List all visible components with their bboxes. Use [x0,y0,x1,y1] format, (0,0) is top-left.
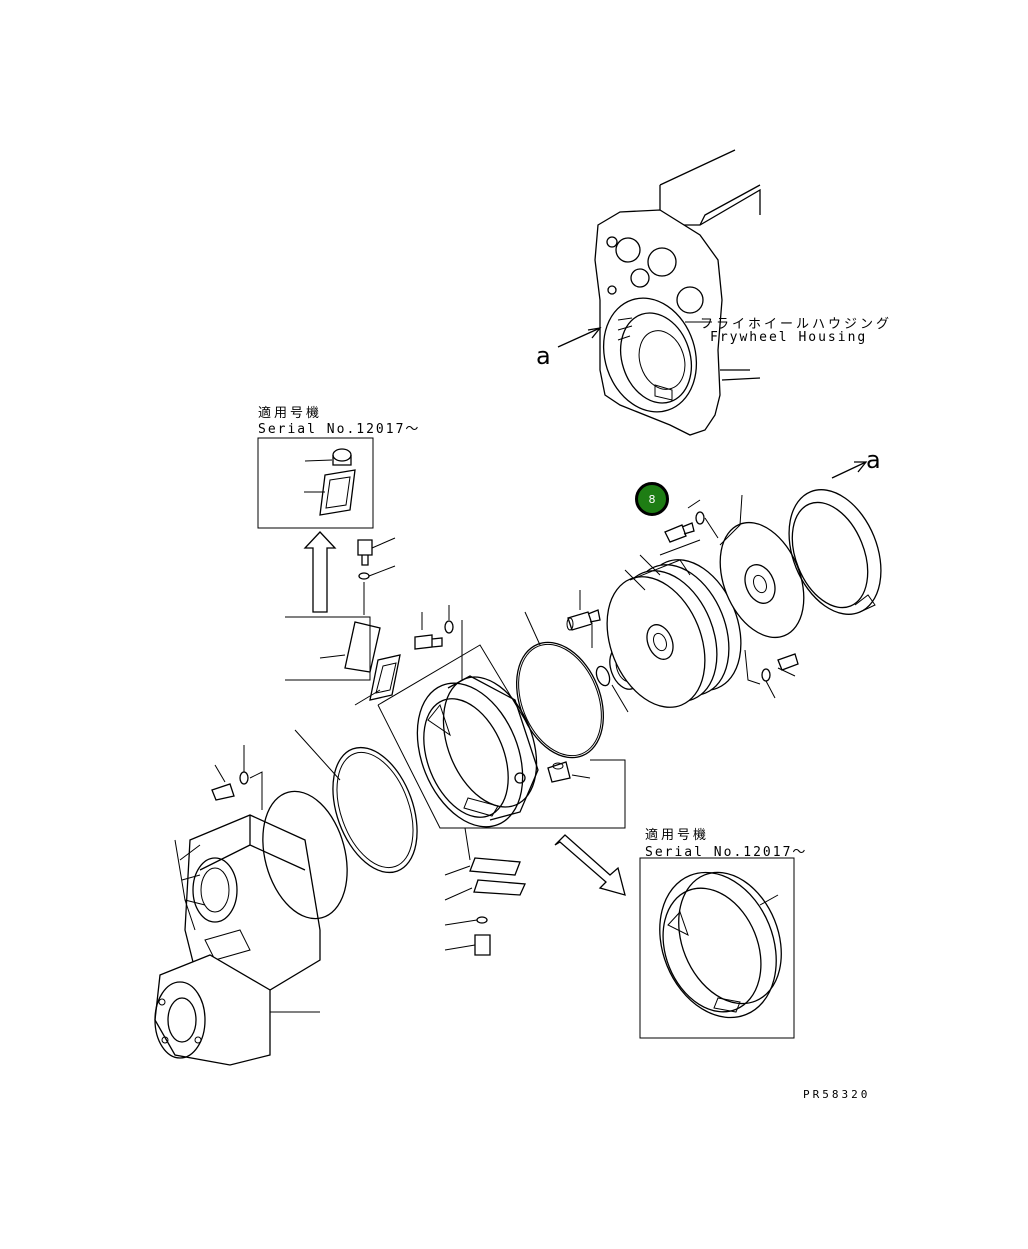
flywheel-housing-label-jp: フライホイールハウジング [700,317,893,332]
serial-inset-top [257,437,374,613]
flywheel-housing-label-en: Frywheel Housing [710,330,868,345]
flywheel-housing [557,149,761,436]
serial-bottom-label-en: Serial No.12017～ [645,845,808,860]
transmission [154,729,418,1066]
part-callout-badge[interactable]: 8 [635,482,669,516]
arrow-a-label-right: a [866,446,881,474]
drawing-number: PR58320 [803,1088,871,1101]
serial-top-label-en: Serial No.12017～ [258,422,421,437]
serial-top-label-jp: 適用号機 [258,406,323,421]
serial-inset-bottom [639,857,795,1039]
o-ring [515,590,651,759]
callout-number: 8 [648,492,656,506]
torque-converter [606,461,882,708]
bottom-parts [444,827,626,956]
gasket-inset-left [285,537,401,706]
arrow-a-label-left: a [536,342,551,370]
converter-housing [377,605,626,829]
serial-bottom-label-jp: 適用号機 [645,828,710,843]
